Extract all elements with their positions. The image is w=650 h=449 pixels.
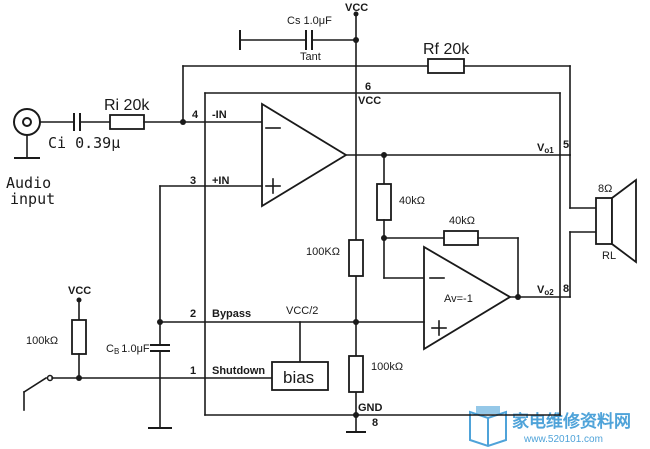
audio-label: Audio [6,174,51,192]
bias-block [271,361,329,391]
resistor-100k-mid [348,239,364,277]
vo1-label: Vo1 [537,142,554,155]
r40k-vertical-label: 40kΩ [399,195,425,207]
bias-label: bias [283,368,314,387]
cs-label: Cs 1.0μF [287,15,332,27]
resistor-100k-bottom [348,355,364,393]
bypass-label: Bypass [212,308,251,320]
ic-outline [204,92,561,416]
pin8-bottom-label: 8 [372,417,378,429]
shutdown-label: Shutdown [212,365,265,377]
capacitor-cb [148,344,172,429]
resistor-40k-feedback [383,230,519,298]
pin5-label: 5 [563,139,569,151]
ci-label: Ci 0.39μ [48,134,120,152]
resistor-100k-left [71,299,87,379]
ri-label: Ri 20k [104,97,150,114]
pin4-label: 4 [192,109,199,121]
r40k-feedback-label: 40kΩ [449,215,475,227]
rf-label: Rf 20k [423,41,470,58]
audio-jack [13,108,41,159]
shutdown-switch [22,374,273,411]
vo2-label: Vo2 [537,284,554,297]
vcc-left-label: VCC [68,285,91,297]
opamp-1 [261,102,348,208]
r100k-mid-label: 100KΩ [306,246,340,258]
pin8-label: 8 [563,283,569,295]
resistor-40k-vertical [376,154,392,279]
opamp-2 [423,245,512,351]
in-minus-label: -IN [212,109,227,121]
vcc-half-label: VCC/2 [286,305,318,317]
watermark-text: 家电维修资料网 [512,411,631,432]
pin3-label: 3 [190,175,196,187]
rl-label: RL [602,250,616,262]
watermark-url: www.520101.com [523,434,603,445]
input-label: input [10,190,55,208]
watermark-book-icon [469,406,507,448]
capacitor-ci [39,113,111,131]
vcc-top-label: VCC [345,2,368,14]
resistor-ri [109,114,263,130]
pin6-label: 6 [365,81,371,93]
speaker-ohm-label: 8Ω [598,183,612,195]
speaker-icon [569,154,637,298]
pin1-label: 1 [190,365,196,377]
gnd-label: GND [358,402,383,414]
vcc-ic-label: VCC [358,95,381,107]
r100k-left-label: 100kΩ [26,335,58,347]
watermark: 家电维修资料网 www.520101.com [469,406,631,448]
capacitor-cs [239,30,357,50]
in-plus-label: +IN [212,175,229,187]
pin2-label: 2 [190,308,196,320]
av-label: Av=-1 [444,293,473,305]
r100k-bottom-label: 100kΩ [371,361,403,373]
resistor-rf [182,58,571,156]
tant-label: Tant [300,51,321,63]
